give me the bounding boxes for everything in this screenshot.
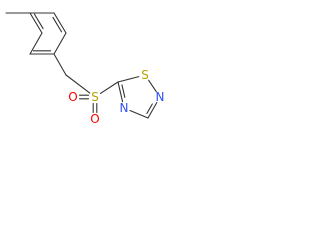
- bond-c4-c5: [53, 32, 67, 55]
- bond-c1-c2: [29, 12, 43, 34]
- atom-label-s-ring: S: [141, 68, 149, 82]
- atom-label-o-bottom: O: [90, 112, 99, 126]
- bond-s_sulfonyl-c5_ring: [99, 81, 119, 94]
- bond-c4-c_ch2: [53, 53, 67, 76]
- bond-c3_ring-n4_ring: [129, 109, 149, 119]
- bond-c5-c6-inner: [52, 16, 63, 33]
- bond-s_ring-n2_ring: [148, 79, 157, 93]
- atom-label-o-left: O: [68, 90, 77, 104]
- bond-c5-c6: [53, 12, 67, 34]
- atom-label-n4-ring: N: [120, 101, 129, 115]
- bond-layer: [5, 12, 158, 119]
- bond-c1-c2-inner: [33, 13, 44, 30]
- bond-n2_ring-c3_ring-inner: [146, 103, 153, 115]
- bond-n4_ring-c5_ring-inner: [121, 84, 126, 98]
- bond-c_ch2-s_sulfonyl: [65, 74, 91, 94]
- bond-c5_ring-s_ring: [117, 76, 140, 83]
- atom-label-s-sulfonyl: S: [91, 90, 99, 104]
- atom-label-n2-ring: N: [156, 90, 165, 104]
- bond-n2_ring-c3_ring: [147, 102, 158, 119]
- bond-c2-c3: [29, 32, 43, 55]
- bond-n4_ring-c5_ring: [117, 81, 124, 103]
